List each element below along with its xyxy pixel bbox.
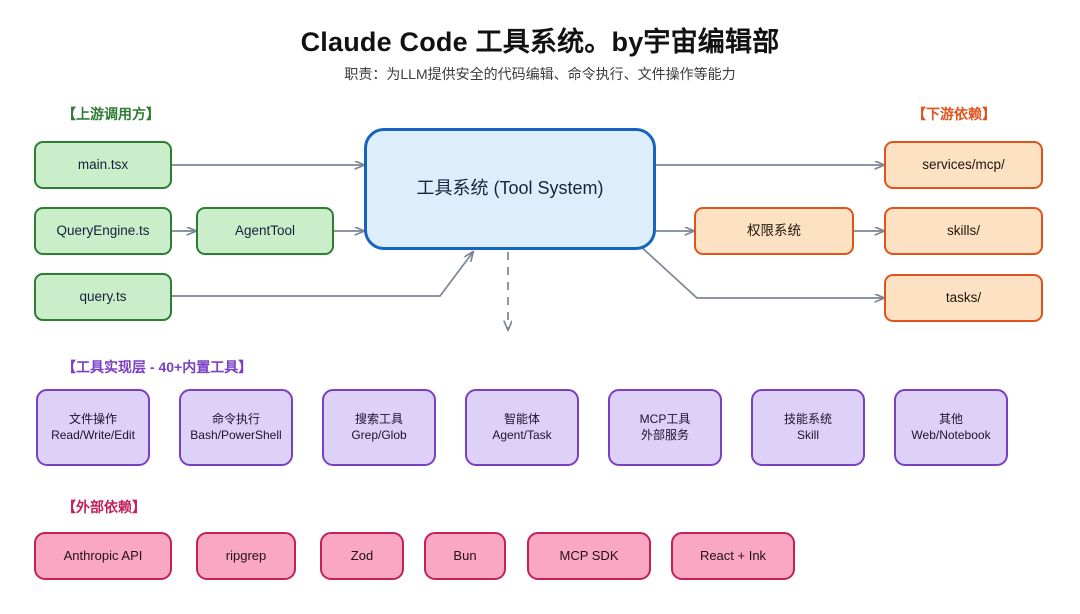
node-label: query.ts — [79, 289, 127, 305]
node-label: AgentTool — [234, 223, 296, 239]
node-label: tasks/ — [945, 290, 982, 306]
node-label-line2: Bash/PowerShell — [190, 427, 282, 442]
node-external-bun[interactable]: Bun — [424, 532, 506, 580]
section-label-downstream: 【下游依赖】 — [912, 106, 996, 122]
node-label-line1: 智能体 — [503, 411, 540, 426]
node-label: Zod — [350, 548, 374, 564]
node-external-anthropic-api[interactable]: Anthropic API — [34, 532, 172, 580]
node-label-line2: Grep/Glob — [351, 427, 407, 442]
node-label-line1: 技能系统 — [783, 411, 832, 426]
node-tool-system-core[interactable]: 工具系统 (Tool System) — [364, 128, 656, 250]
node-label: QueryEngine.ts — [56, 223, 150, 239]
node-external-react-ink[interactable]: React + Ink — [671, 532, 795, 580]
node-label-line1: 命令执行 — [211, 411, 260, 426]
node-main-tsx[interactable]: main.tsx — [34, 141, 172, 189]
page-subtitle: 职责：为LLM提供安全的代码编辑、命令执行、文件操作等能力 — [344, 66, 736, 82]
node-label-line2: Web/Notebook — [911, 427, 991, 442]
node-label: skills/ — [947, 223, 980, 239]
node-label-line1: 搜索工具 — [354, 411, 403, 426]
node-tool-mcp[interactable]: MCP工具 外部服务 — [608, 389, 722, 466]
node-label: 工具系统 (Tool System) — [416, 178, 604, 199]
node-queryengine-ts[interactable]: QueryEngine.ts — [34, 207, 172, 255]
node-label: 权限系统 — [747, 223, 801, 239]
node-external-mcp-sdk[interactable]: MCP SDK — [527, 532, 651, 580]
node-label-line2: Agent/Task — [492, 427, 552, 442]
node-label: ripgrep — [225, 548, 267, 564]
node-tasks[interactable]: tasks/ — [884, 274, 1043, 322]
node-label-line2: Skill — [796, 427, 819, 442]
node-label: main.tsx — [77, 157, 129, 173]
node-tool-skill[interactable]: 技能系统 Skill — [751, 389, 865, 466]
node-label-line1: 其他 — [938, 411, 963, 426]
edge-query-to-core — [172, 252, 473, 297]
node-tool-agent[interactable]: 智能体 Agent/Task — [465, 389, 579, 466]
node-tool-file-operations[interactable]: 文件操作 Read/Write/Edit — [36, 389, 150, 466]
node-agenttool[interactable]: AgentTool — [196, 207, 334, 255]
node-tool-search[interactable]: 搜索工具 Grep/Glob — [322, 389, 436, 466]
node-tool-command-execution[interactable]: 命令执行 Bash/PowerShell — [179, 389, 293, 466]
node-label: Anthropic API — [63, 548, 143, 564]
section-label-external: 【外部依赖】 — [62, 499, 146, 515]
node-label: Bun — [453, 548, 477, 564]
section-label-tools: 【工具实现层 - 40+内置工具】 — [62, 359, 253, 375]
node-label: MCP SDK — [559, 548, 619, 564]
node-label-line2: 外部服务 — [640, 427, 689, 442]
node-label: React + Ink — [699, 548, 767, 564]
node-external-ripgrep[interactable]: ripgrep — [196, 532, 296, 580]
node-skills[interactable]: skills/ — [884, 207, 1043, 255]
page-title: Claude Code 工具系统。by宇宙编辑部 — [300, 27, 780, 57]
node-services-mcp[interactable]: services/mcp/ — [884, 141, 1043, 189]
node-label-line2: Read/Write/Edit — [51, 427, 135, 442]
node-tool-other[interactable]: 其他 Web/Notebook — [894, 389, 1008, 466]
node-permission-system[interactable]: 权限系统 — [694, 207, 854, 255]
node-label: services/mcp/ — [922, 157, 1005, 173]
node-label-line1: 文件操作 — [68, 411, 117, 426]
section-label-upstream: 【上游调用方】 — [62, 106, 160, 122]
node-label-line1: MCP工具 — [639, 411, 691, 426]
node-external-zod[interactable]: Zod — [320, 532, 404, 580]
node-query-ts[interactable]: query.ts — [34, 273, 172, 321]
